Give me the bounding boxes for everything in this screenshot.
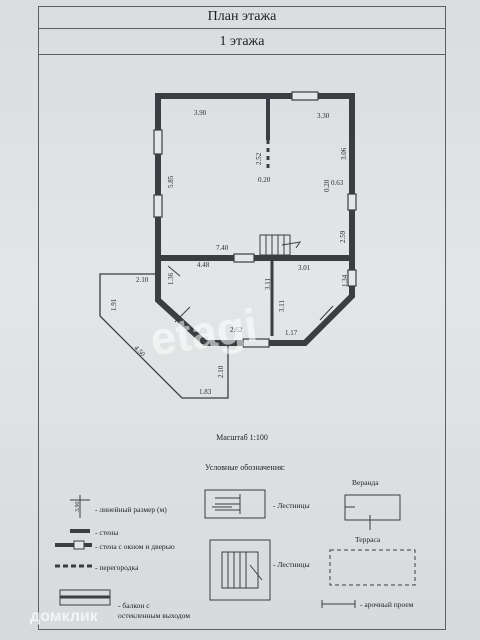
scale-note: Масштаб 1:100 — [216, 433, 268, 442]
doors — [167, 265, 334, 323]
dim-label: 4.48 — [197, 261, 210, 269]
legend-sample-dim: 3.90 — [75, 501, 81, 513]
watermark-domclick: домклик — [30, 608, 98, 625]
dim-label: 3.30 — [317, 112, 330, 120]
dim-label: 7.40 — [216, 244, 229, 252]
legend-walls: - стены — [95, 528, 119, 537]
legend-stairs-2 — [209, 539, 271, 601]
dim-label: 5.85 — [167, 175, 175, 188]
outer-wall-upper — [155, 93, 355, 261]
legend-balcony: - балкон с остекленным выходом — [118, 601, 191, 620]
legend-arch-label: - арочный проем — [360, 600, 414, 609]
dim-label: 1.91 — [110, 298, 118, 311]
dim-label: 2.59 — [339, 230, 347, 243]
dim-label: 3.11 — [264, 278, 272, 290]
plan-title: План этажа — [207, 9, 277, 24]
legend-samples — [55, 489, 416, 608]
plan-subtitle: 1 этажа — [219, 34, 265, 49]
subtitle-divider — [38, 54, 446, 55]
balcony-outline — [99, 273, 229, 399]
dim-label: 0.20 — [258, 176, 271, 184]
dim-label: 0.20 — [323, 179, 331, 192]
dim-label: 3.06 — [340, 147, 348, 160]
legend-terrace-label: Терраса — [355, 535, 381, 544]
legend-veranda — [344, 494, 401, 530]
dim-label: 3.01 — [298, 264, 311, 272]
legend-linear: - линейный размер (м) — [95, 505, 167, 514]
dim-label: 2.10 — [217, 365, 225, 378]
dim-label: 1.17 — [285, 329, 298, 337]
legend-stairs-1 — [204, 489, 266, 519]
dim-label: 2.10 — [136, 276, 149, 284]
dim-label: 2.62 — [230, 326, 243, 334]
legend-wall-window-door: - стена с окном и дверью — [95, 542, 175, 551]
windows — [153, 91, 357, 348]
legend-stairs-1-label: - Лестницы — [273, 501, 310, 510]
legend-veranda-label: Веранда — [352, 478, 379, 487]
legend-stairs-2-label: - Лестницы — [273, 560, 310, 569]
dim-label: 0.63 — [331, 179, 344, 187]
dim-label: 1.34 — [341, 274, 349, 287]
legend-terrace — [329, 549, 416, 586]
title-divider — [38, 28, 446, 29]
dim-label: 3.11 — [278, 300, 286, 312]
legend-arch — [321, 600, 356, 608]
dim-label: 1.83 — [199, 388, 212, 396]
legend-partition: - перегородка — [95, 563, 139, 572]
stairs — [259, 234, 302, 256]
legend-title: Условные обозначения: — [205, 463, 286, 472]
drawing-frame — [38, 6, 446, 630]
dim-label: 2.52 — [255, 152, 263, 165]
dim-label: 3.90 — [194, 109, 207, 117]
dim-label: 1.36 — [167, 272, 175, 285]
